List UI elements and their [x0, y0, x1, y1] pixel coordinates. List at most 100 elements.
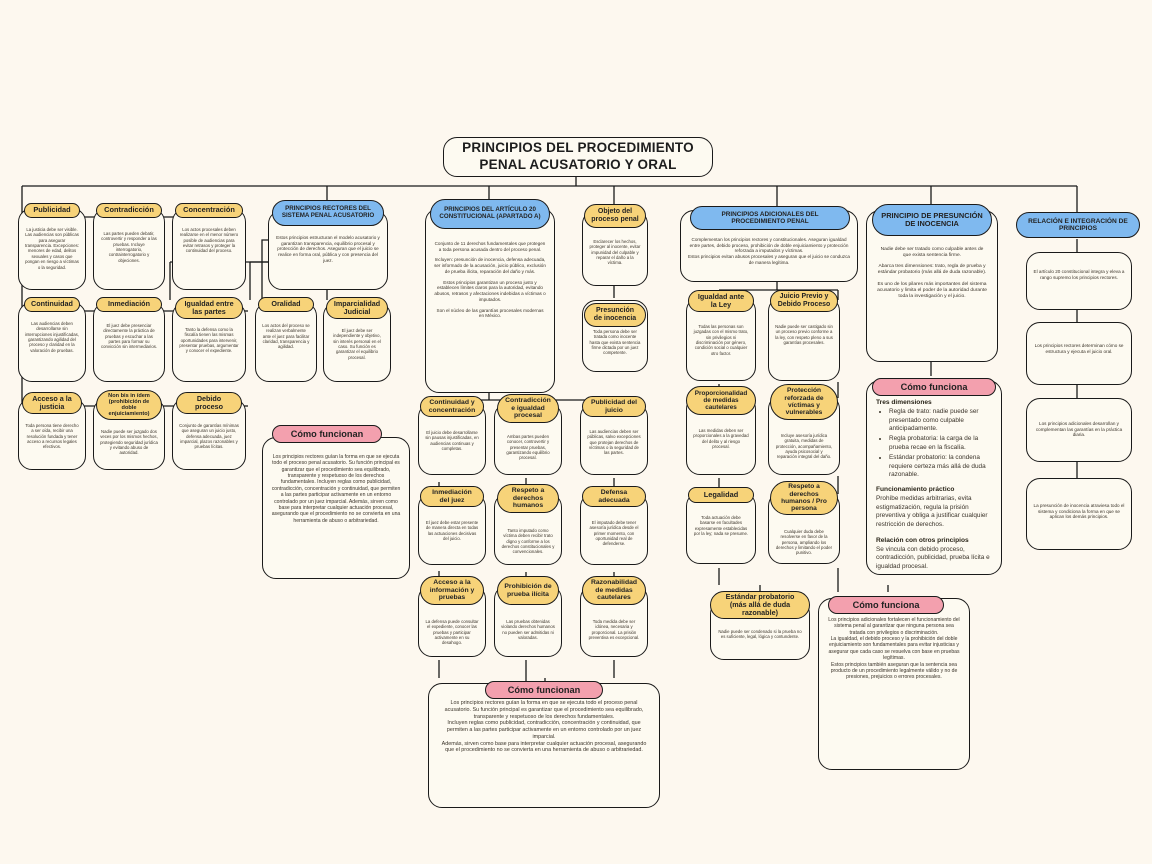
node-imparcialidad-body: El juez debe ser independiente y objetiv…	[333, 328, 381, 360]
presuncion-section-2-heading: Funcionamiento práctico	[876, 486, 955, 494]
presuncion-como-body: Tres dimensiones Regla de trato: nadie p…	[867, 381, 1001, 586]
node-estandar-probatorio-title[interactable]: Estándar probatorio (más allá de duda ra…	[710, 591, 810, 619]
node-pro-persona-body: Cualquier duda debe resolverse en favor …	[775, 529, 833, 556]
relacion-item-3-card: Los principios adicionales desarrollan y…	[1026, 398, 1132, 462]
rectores-como-body: Los principios rectores guían la forma e…	[271, 454, 401, 524]
node-legalidad-body: Toda actuación debe basarse en facultade…	[693, 515, 749, 537]
presuncion-como-card: Tres dimensiones Regla de trato: nadie p…	[866, 380, 1002, 575]
presuncion-para-3: Es uno de los pilares más importantes de…	[877, 281, 987, 299]
node-continuidad-card: Las audiencias deben desarrollarse sin i…	[18, 302, 86, 382]
presuncion-para-1: Nadie debe ser tratado como culpable ant…	[880, 247, 984, 259]
node-a20-acceso-info-title[interactable]: Acceso a la información y pruebas	[420, 576, 484, 605]
presuncion-section-2-text: Prohíbe medidas arbitrarias, evita estig…	[876, 495, 988, 529]
node-proporcionalidad-title[interactable]: Proporcionalidad de medidas cautelares	[686, 386, 756, 415]
art20-como-body: Los principios rectores guían la forma e…	[441, 700, 647, 754]
art20-para-3: Estos principios garantizan un proceso j…	[434, 279, 546, 302]
node-igualdad-ley-title[interactable]: Igualdad ante la Ley	[688, 290, 754, 312]
node-continuidad-title[interactable]: Continuidad	[24, 297, 80, 312]
relacion-item-1-card: El artículo 20 constitucional integra y …	[1026, 252, 1132, 310]
branch-presuncion-body: Nadie debe ser tratado como culpable ant…	[867, 211, 997, 305]
branch-rectores-header[interactable]: PRINCIPIOS RECTORES DEL SISTEMA PENAL AC…	[272, 200, 384, 226]
node-a20-ddhh-title[interactable]: Respeto a derechos humanos	[497, 484, 559, 513]
node-a20-continuidad-title[interactable]: Continuidad y concentración	[420, 396, 484, 417]
presuncion-section-1-heading: Tres dimensiones	[876, 399, 932, 406]
branch-rectores-body: Estos principios estructuran el modelo a…	[276, 235, 380, 263]
adicionales-como-card: Los principios adicionales fortalecen el…	[818, 598, 970, 770]
adicionales-como-title[interactable]: Cómo funciona	[828, 596, 944, 614]
node-a20-acceso-info-body: La defensa puede consultar el expediente…	[425, 619, 479, 646]
node-non-bis-title[interactable]: Non bis in ídem (prohibición de doble en…	[96, 390, 162, 420]
node-proteccion-victimas-title[interactable]: Protección reforzada de víctimas y vulne…	[770, 384, 838, 420]
node-a20-inmediacion-body: El juez debe estar presente de manera di…	[425, 520, 479, 542]
presuncion-bullet-list: Regla de trato: nadie puede ser presenta…	[889, 408, 992, 480]
rectores-como-title[interactable]: Cómo funcionan	[272, 425, 382, 443]
node-concentracion-card: Los actos procesales deben realizarse en…	[172, 208, 246, 290]
branch-adicionales-header[interactable]: PRINCIPIOS ADICIONALES DEL PROCEDIMIENTO…	[690, 206, 850, 230]
node-igualdad-partes-body: Tanto la defensa como la fiscalía tienen…	[179, 327, 239, 354]
node-a20-defensa-title[interactable]: Defensa adecuada	[582, 486, 646, 507]
node-inmediacion-title[interactable]: Inmediación	[96, 297, 162, 312]
branch-presuncion-header[interactable]: PRINCIPIO DE PRESUNCIÓN DE INOCENCIA	[872, 204, 992, 236]
relacion-item-4-card: La presunción de inocencia atraviesa tod…	[1026, 478, 1132, 550]
rectores-como-card: Los principios rectores guían la forma e…	[262, 437, 410, 579]
node-publicidad-body: La justicia debe ser visible. Las audien…	[25, 227, 79, 270]
node-a20-contradiccion-body: Ambas partes pueden conocer, controverti…	[506, 434, 550, 461]
node-debido-proceso-title[interactable]: Debido proceso	[176, 392, 242, 414]
node-proteccion-victimas-body: Incluye asesoría jurídica gratuita, medi…	[775, 433, 833, 460]
relacion-item-2-card: Los principios rectores determinan cómo …	[1026, 322, 1132, 385]
relacion-item-2-body: Los principios rectores determinan cómo …	[1034, 343, 1124, 354]
node-presuncion-inocencia-body: Toda persona debe ser tratada como inoce…	[589, 329, 641, 356]
node-acceso-justicia-body: Toda persona tiene derecho a ser oída, r…	[25, 423, 79, 450]
node-oralidad-card: Los actos del proceso se realizan verbal…	[255, 302, 317, 382]
node-pro-persona-title[interactable]: Respeto a derechos humanos / Pro persona	[770, 481, 838, 515]
node-a20-prueba-ilicita-body: Las pruebas obtenidas violando derechos …	[501, 619, 555, 641]
node-a20-prueba-ilicita-title[interactable]: Prohibición de prueba ilícita	[497, 576, 559, 605]
node-a20-defensa-body: El imputado debe tener asesoría jurídica…	[589, 520, 639, 547]
art20-para-4: Son el núcleo de las garantías procesale…	[436, 307, 544, 319]
relacion-item-3-body: Los principios adicionales desarrollan y…	[1035, 421, 1123, 438]
node-a20-cautelares-body: Toda medida debe ser idónea, necesaria y…	[588, 619, 640, 641]
node-igualdad-partes-title[interactable]: Igualdad entre las partes	[175, 297, 243, 319]
art20-como-title[interactable]: Cómo funcionan	[485, 681, 603, 699]
node-non-bis-body: Nadie puede ser juzgado dos veces por lo…	[100, 429, 158, 456]
node-legalidad-card: Toda actuación debe basarse en facultade…	[686, 492, 756, 564]
node-objeto-body: Esclarecer los hechos, proteger al inoce…	[589, 239, 641, 266]
presuncion-como-title[interactable]: Cómo funciona	[872, 378, 996, 396]
node-juicio-previo-title[interactable]: Juicio Previo y Debido Proceso	[770, 290, 838, 312]
node-a20-inmediacion-title[interactable]: Inmediación del juez	[420, 486, 484, 507]
relacion-item-4-body: La presunción de inocencia atraviesa tod…	[1033, 503, 1125, 520]
node-inmediacion-card: El juez debe presenciar directamente la …	[93, 302, 165, 382]
node-concentracion-title[interactable]: Concentración	[175, 203, 243, 218]
node-acceso-justicia-title[interactable]: Acceso a la justicia	[22, 392, 82, 414]
presuncion-bullet-1: Regla de trato: nadie puede ser presenta…	[889, 408, 992, 434]
node-publicidad-title[interactable]: Publicidad	[24, 203, 80, 218]
node-a20-cautelares-title[interactable]: Razonabilidad de medidas cautelares	[582, 576, 646, 605]
node-proporcionalidad-body: Las medidas deben ser proporcionales a l…	[693, 428, 749, 450]
node-oralidad-title[interactable]: Oralidad	[258, 297, 314, 312]
root-title: PRINCIPIOS DEL PROCEDIMIENTO PENAL ACUSA…	[443, 137, 713, 177]
node-a20-continuidad-body: El juicio debe desarrollarse sin pausas …	[425, 430, 479, 452]
branch-art20-card: Conjunto de 11 derechos fundamentales qu…	[425, 208, 555, 393]
node-contradiccion-card: Las partes pueden debatir, controvertir …	[93, 208, 165, 290]
node-a20-publicidad-body: Las audiencias deben ser públicas, salvo…	[587, 429, 641, 456]
node-presuncion-inocencia-title[interactable]: Presunción de inocencia	[584, 303, 646, 327]
relacion-item-1-body: El artículo 20 constitucional integra y …	[1033, 269, 1125, 280]
node-a20-publicidad-title[interactable]: Publicidad del juicio	[582, 396, 646, 417]
node-inmediacion-body: El juez debe presenciar directamente la …	[100, 323, 158, 350]
node-imparcialidad-title[interactable]: Imparcialidad Judicial	[326, 297, 388, 319]
branch-relacion-header[interactable]: RELACIÓN E INTEGRACIÓN DE PRINCIPIOS	[1016, 212, 1140, 238]
node-legalidad-title[interactable]: Legalidad	[688, 487, 754, 503]
node-contradiccion-body: Las partes pueden debatir, controvertir …	[101, 231, 157, 263]
art20-como-card: Los principios rectores guían la forma e…	[428, 683, 660, 808]
node-contradiccion-title[interactable]: Contradicción	[96, 203, 162, 218]
node-a20-acceso-info-card: La defensa puede consultar el expediente…	[418, 585, 486, 657]
node-a20-ddhh-body: Tanto imputado como víctima deben recibi…	[501, 528, 555, 555]
node-objeto-title[interactable]: Objeto del proceso penal	[584, 204, 646, 228]
branch-art20-header[interactable]: PRINCIPIOS DEL ARTÍCULO 20 CONSTITUCIONA…	[430, 199, 550, 229]
adicionales-como-body: Los principios adicionales fortalecen el…	[828, 617, 960, 681]
art20-para-1: Conjunto de 11 derechos fundamentales qu…	[434, 241, 546, 252]
node-oralidad-body: Los actos del proceso se realizan verbal…	[262, 323, 310, 350]
presuncion-bullet-2: Regla probatoria: la carga de la prueba …	[889, 435, 992, 452]
presuncion-section-3-heading: Relación con otros principios	[876, 536, 969, 544]
node-a20-contradiccion-title[interactable]: Contradicción e igualdad procesal	[497, 394, 559, 423]
